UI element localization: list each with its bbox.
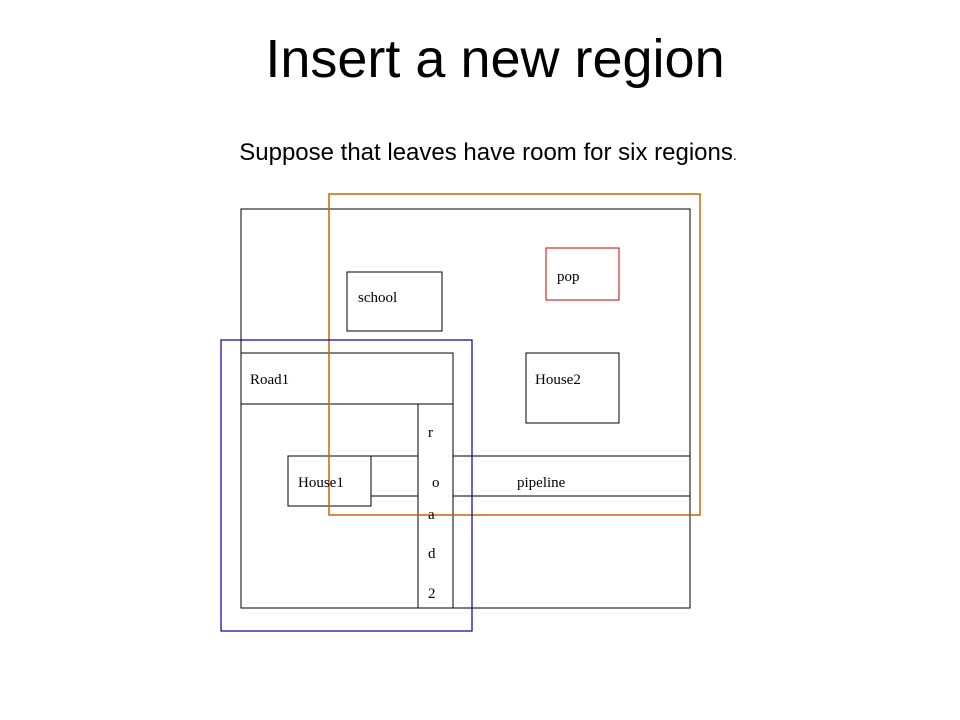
school-region xyxy=(346,271,443,332)
blue-leaf-box xyxy=(220,339,473,632)
house2-region xyxy=(525,352,620,424)
house1-label: House1 xyxy=(298,475,344,491)
road2-letter-2: 2 xyxy=(428,586,436,602)
road1-region xyxy=(240,352,454,405)
root-region xyxy=(240,208,691,609)
subtitle-period: . xyxy=(732,147,737,163)
road1-label: Road1 xyxy=(250,372,289,388)
road2-letter-o: o xyxy=(432,475,440,491)
pipeline-label: pipeline xyxy=(517,475,566,491)
subtitle-text: Suppose that leaves have room for six re… xyxy=(239,139,733,166)
road2-region xyxy=(417,403,454,609)
road2-letter-r: r xyxy=(428,425,433,441)
pop-region xyxy=(545,247,620,301)
slide-title: Insert a new region xyxy=(265,29,725,89)
road2-letter-a: a xyxy=(428,507,435,523)
road2-letter-d: d xyxy=(428,546,436,562)
orange-leaf-box xyxy=(328,193,701,516)
school-label: school xyxy=(358,290,397,306)
house2-label: House2 xyxy=(535,372,581,388)
pop-label: pop xyxy=(557,269,580,285)
slide-subtitle: Suppose that leaves have room for six re… xyxy=(0,136,960,172)
